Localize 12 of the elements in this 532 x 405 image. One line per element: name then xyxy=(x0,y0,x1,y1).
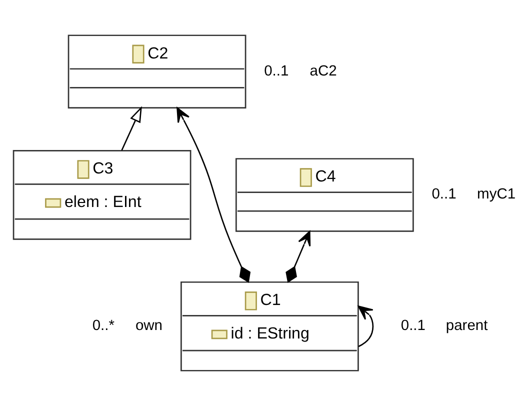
arrow xyxy=(286,230,311,282)
label: 0..1 xyxy=(400,318,426,334)
label: 0..1 xyxy=(432,186,456,202)
label: 0..* xyxy=(92,318,114,334)
label: 0..1 xyxy=(264,62,289,79)
label: myC1 xyxy=(477,186,516,202)
arrow xyxy=(121,106,142,150)
label: parent xyxy=(446,318,488,334)
label: own xyxy=(135,318,163,334)
arrow xyxy=(358,305,374,347)
arrow xyxy=(176,106,251,282)
label: aC2 xyxy=(310,62,337,79)
